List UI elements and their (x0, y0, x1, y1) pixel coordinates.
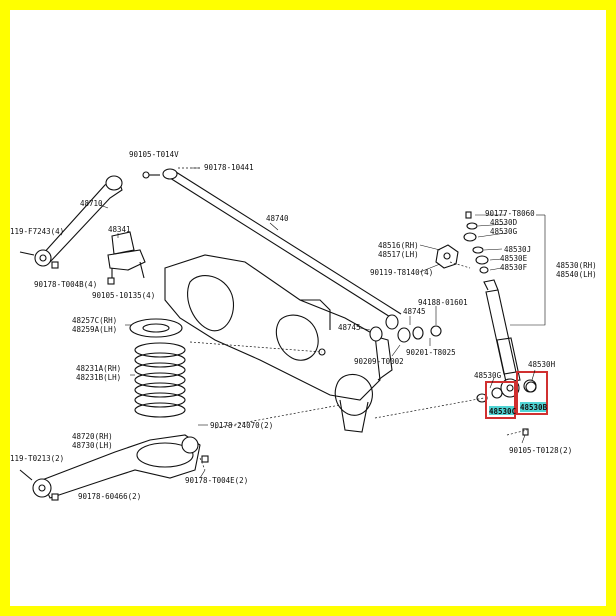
spring-insulator (129, 318, 183, 338)
label-48740: 48740 (266, 214, 289, 223)
label-90105-t0128: 90105-T0128(2) (509, 446, 572, 455)
label-48530b: 48530B (520, 403, 548, 412)
axle-housing (164, 254, 393, 433)
label-48257c: 48257C(RH) (72, 316, 117, 325)
label-48517: 48517(LH) (378, 250, 419, 259)
label-48530e: 48530E (500, 254, 528, 263)
label-48745-left: 48745 (338, 323, 361, 332)
shock-upper-mount (435, 211, 489, 274)
label-48530f: 48530F (500, 263, 528, 272)
label-48530j: 48530J (504, 245, 531, 254)
label-90201-t8025: 90201-T8025 (406, 348, 456, 357)
label-48231a: 48231A(RH) (76, 364, 121, 373)
upper-bolt (142, 171, 160, 179)
label-48530h: 48530H (528, 360, 556, 369)
label-90209-t0002: 90209-T0002 (354, 357, 404, 366)
upper-control-arm (19, 175, 123, 269)
label-90178-60466: 90178-60466(2) (78, 492, 141, 501)
label-90178-10441: 90178-10441 (204, 163, 254, 172)
coil-spring (134, 342, 186, 418)
label-48530-rh: 48530(RH) (556, 261, 597, 270)
label-48720: 48720(RH) (72, 432, 113, 441)
suspension-parts-diagram: 90105-T014V 90178-10441 48710 48740 4834… (10, 150, 597, 501)
diagram-frame: 90105-T014V 90178-10441 48710 48740 4834… (10, 10, 606, 606)
highlight-box-right (516, 371, 548, 415)
label-90178-t004b: 90178-T004B(4) (34, 280, 97, 289)
label-48710: 48710 (80, 199, 103, 208)
label-119-f7243: 119-F7243(4) (10, 227, 64, 236)
label-48530g-bottom: 48530G (474, 371, 502, 380)
label-48530g-top: 48530G (490, 227, 518, 236)
label-48540-lh: 48540(LH) (556, 270, 597, 279)
part-labels: 90105-T014V 90178-10441 48710 48740 4834… (10, 150, 597, 501)
label-90178-24070: 90178-24070(2) (210, 421, 273, 430)
label-90105-t014v: 90105-T014V (129, 150, 179, 159)
label-48530c: 48530C (489, 407, 516, 416)
highlight-box-left (485, 381, 516, 419)
label-48259a: 48259A(LH) (72, 325, 117, 334)
leader-lines (99, 167, 546, 479)
label-94188-01601: 94188-01601 (418, 298, 468, 307)
label-48231b: 48231B(LH) (76, 373, 121, 382)
lateral-rod-bushings (318, 325, 442, 356)
label-119-t0213: 119-T0213(2) (10, 454, 64, 463)
label-90119-t8140: 90119-T8140(4) (370, 268, 433, 277)
label-48745-right: 48745 (403, 307, 426, 316)
label-90177-t8060: 90177-T8060 (485, 209, 535, 218)
lateral-control-rod (162, 168, 402, 330)
label-48516: 48516(RH) (378, 241, 419, 250)
label-90178-t004e: 90178-T004E(2) (185, 476, 248, 485)
label-90105-10135: 90105-10135(4) (92, 291, 155, 300)
label-48530d-top: 48530D (490, 218, 518, 227)
lower-control-arm (19, 434, 209, 501)
label-48730: 48730(LH) (72, 441, 113, 450)
bump-stopper (107, 231, 146, 285)
label-48341: 48341 (108, 225, 131, 234)
